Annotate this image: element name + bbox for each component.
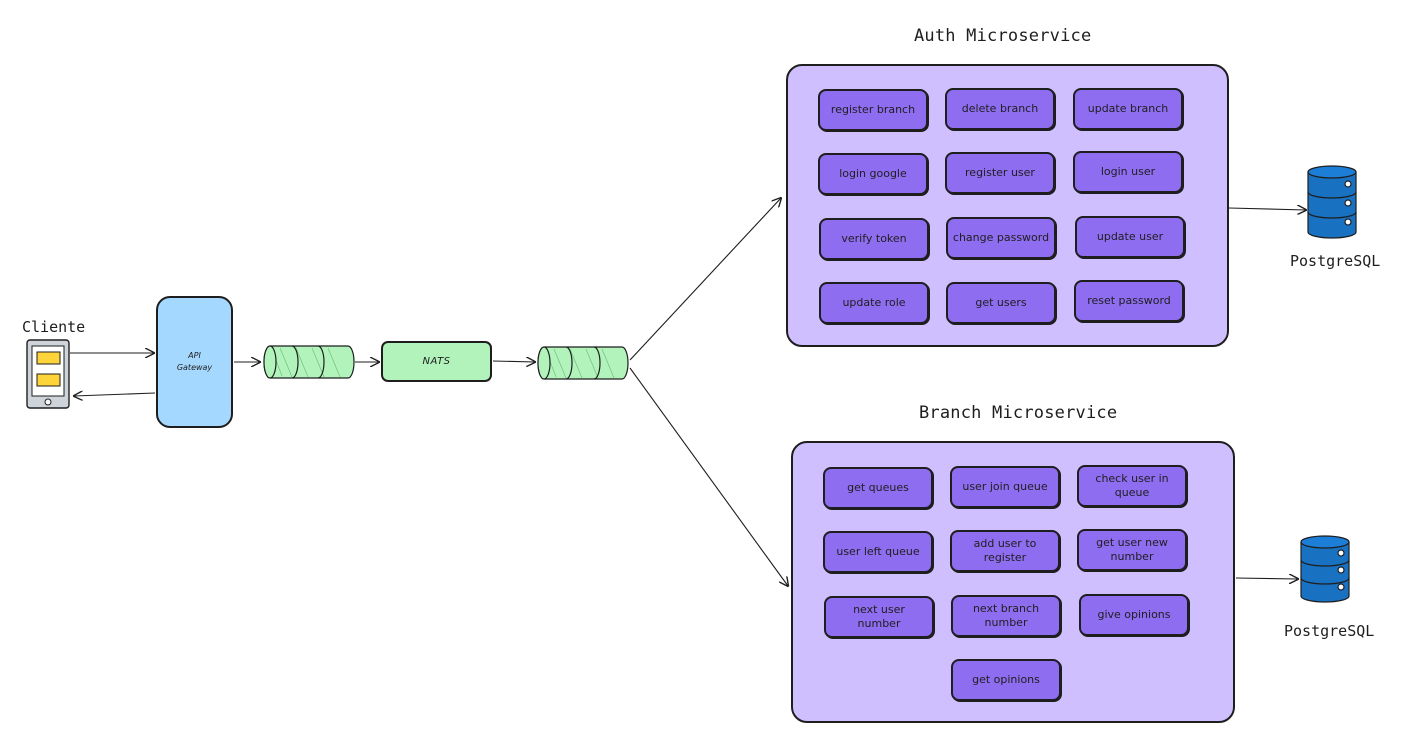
arrow-queue-to-auth <box>629 198 781 361</box>
branch-function: get opinions <box>951 659 1061 701</box>
queue-icon <box>263 345 355 379</box>
arrow-branch-to-db <box>1235 578 1298 579</box>
auth-function: update branch <box>1073 88 1183 130</box>
auth-function: verify token <box>819 218 929 260</box>
branch-function: user join queue <box>950 466 1060 508</box>
branch-function: get user new number <box>1077 529 1187 571</box>
branch-function: user left queue <box>823 531 933 573</box>
nats-node: NATS <box>381 341 492 382</box>
auth-function: register user <box>945 152 1055 194</box>
queue-icon <box>537 346 629 380</box>
auth-function: login google <box>818 153 928 195</box>
auth-function: change password <box>946 217 1056 259</box>
arrow-queue-to-branch <box>629 367 788 586</box>
branch-function: add user to register <box>950 530 1060 572</box>
branch-function: next branch number <box>951 595 1061 637</box>
auth-service-title: Auth Microservice <box>914 26 1092 46</box>
database-icon <box>1307 165 1357 239</box>
auth-function: register branch <box>818 89 928 131</box>
database-icon <box>1300 535 1350 603</box>
auth-function: delete branch <box>945 88 1055 130</box>
client-label: Cliente <box>22 318 86 336</box>
auth-function: update user <box>1075 216 1185 258</box>
phone-icon <box>26 339 70 409</box>
auth-service-panel: register branch delete branch update bra… <box>786 64 1229 347</box>
branch-function: check user in queue <box>1077 465 1187 507</box>
branch-service-panel: get queues user join queue check user in… <box>791 441 1235 723</box>
api-gateway-node: API Gateway <box>156 296 233 428</box>
branch-database-label: PostgreSQL <box>1284 622 1375 640</box>
api-gateway-label: API Gateway <box>176 351 213 372</box>
nats-label: NATS <box>422 356 451 367</box>
branch-function: get queues <box>823 467 933 509</box>
auth-function: get users <box>946 282 1056 324</box>
branch-function: give opinions <box>1079 594 1189 636</box>
auth-function: update role <box>819 282 929 324</box>
auth-function: reset password <box>1074 280 1184 322</box>
arrow-gateway-to-client <box>74 393 156 396</box>
arrow-nats-to-queue <box>492 361 535 362</box>
auth-database-label: PostgreSQL <box>1290 252 1381 270</box>
branch-service-title: Branch Microservice <box>919 403 1118 423</box>
arrow-auth-to-db <box>1228 208 1306 210</box>
auth-function: login user <box>1073 151 1183 193</box>
branch-function: next user number <box>824 596 934 638</box>
